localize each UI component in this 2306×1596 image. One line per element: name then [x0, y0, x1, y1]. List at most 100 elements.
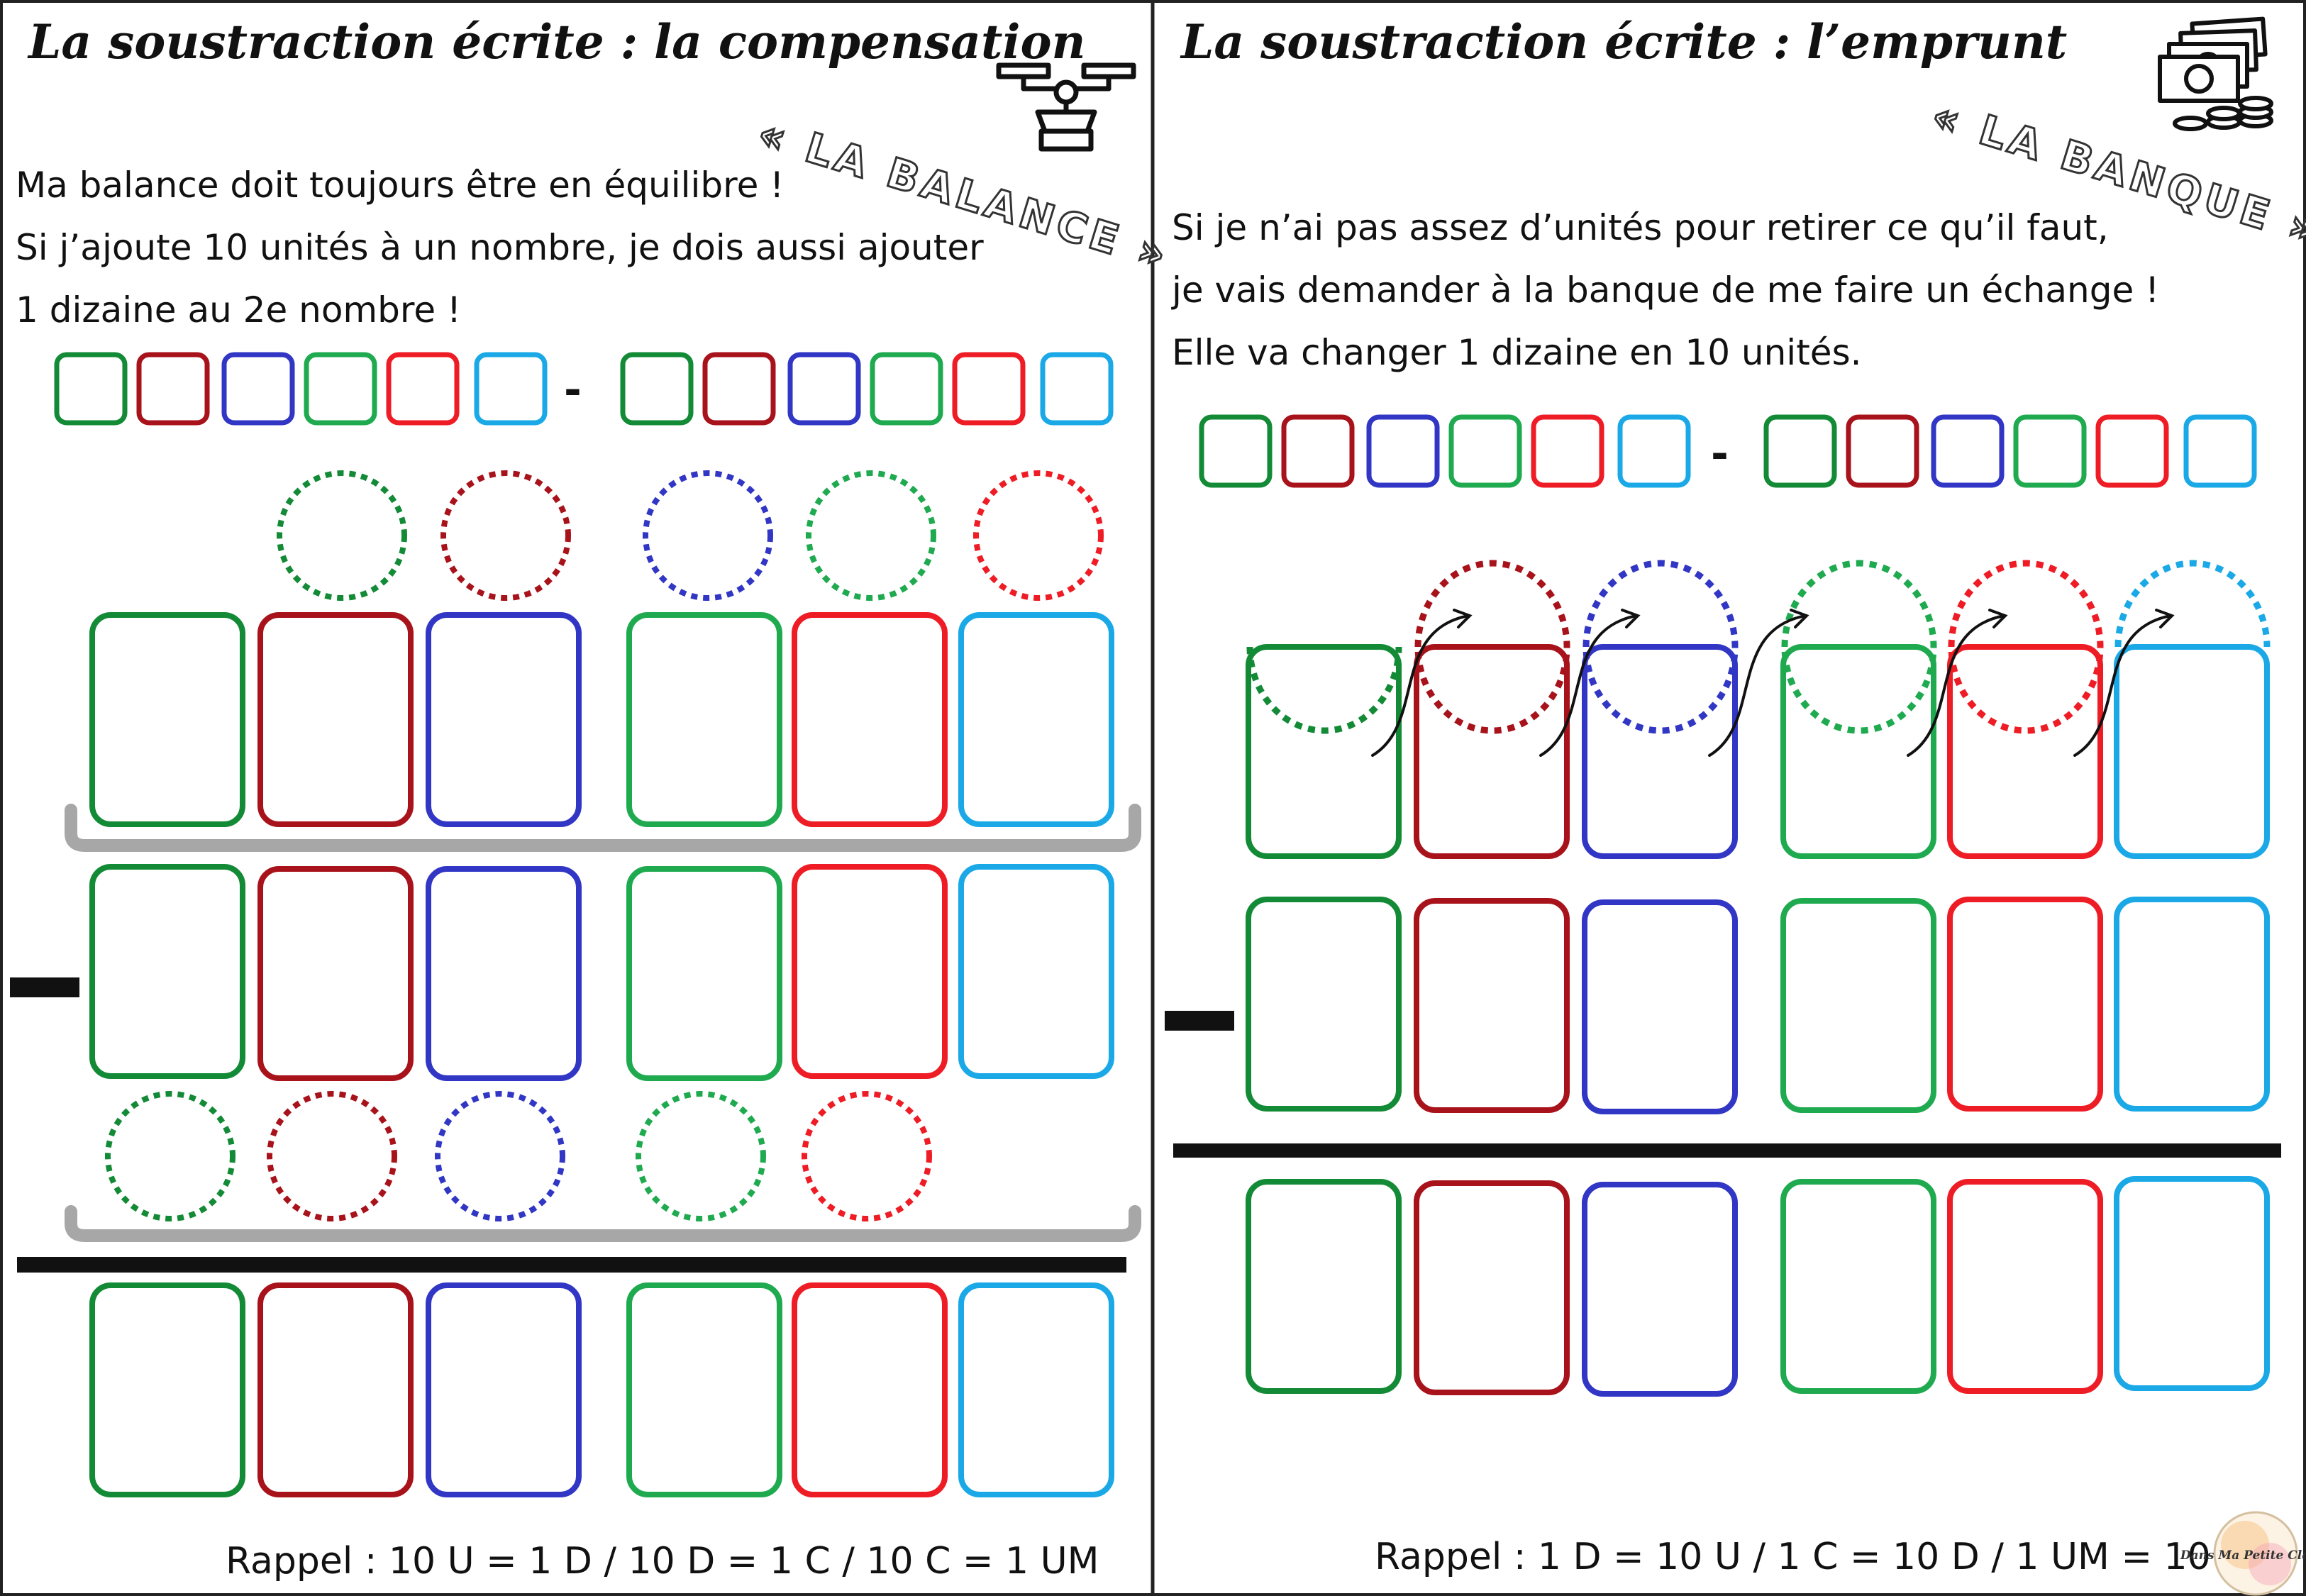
arrow-icon [2073, 614, 2172, 757]
digit-box-large[interactable] [958, 1282, 1114, 1497]
arrow-icon [1907, 614, 2005, 757]
digit-box-large[interactable] [792, 864, 948, 1079]
digit-box-large[interactable] [2114, 1176, 2270, 1391]
carry-circle[interactable] [636, 1091, 766, 1221]
right-reminder: Rappel : 1 D = 10 U / 1 C = 10 D / 1 UM … [1375, 1536, 2249, 1578]
left-line-2: Si j’ajoute 10 unités à un nombre, je do… [16, 227, 984, 268]
left-minus-sign: - [564, 365, 582, 415]
digit-box-large[interactable] [257, 1282, 414, 1497]
digit-box[interactable] [952, 352, 1026, 426]
digit-box[interactable] [1366, 414, 1440, 488]
digit-box-large[interactable] [1582, 899, 1738, 1114]
digit-box-large[interactable] [2114, 644, 2270, 859]
digit-box[interactable] [870, 352, 943, 426]
digit-box-large[interactable] [1414, 1180, 1570, 1395]
digit-box-large[interactable] [1246, 897, 1402, 1112]
right-minus-sign: - [1711, 429, 1729, 479]
arrow-head [1453, 609, 1473, 628]
digit-box[interactable] [2013, 414, 2087, 488]
borrow-arc[interactable] [1246, 646, 1402, 734]
left-line-3: 1 dizaine au 2e nombre ! [16, 289, 461, 331]
digit-box-large[interactable] [626, 866, 782, 1081]
digit-box-large[interactable] [626, 1282, 782, 1497]
digit-box-large[interactable] [626, 612, 782, 827]
digit-box-large[interactable] [2114, 897, 2270, 1112]
arrow-icon [1539, 614, 1638, 757]
digit-box[interactable] [54, 352, 128, 426]
digit-box[interactable] [1040, 352, 1114, 426]
digit-box-large[interactable] [1947, 1179, 2103, 1394]
digit-box[interactable] [136, 352, 210, 426]
right-line-3: Elle va changer 1 dizaine en 10 unités. [1172, 332, 1862, 373]
right-row-result [1246, 1176, 2270, 1397]
digit-box[interactable] [2095, 414, 2169, 488]
arrow-icon [1708, 614, 1807, 757]
digit-box-large[interactable] [426, 1282, 582, 1497]
digit-box[interactable] [474, 352, 548, 426]
digit-box-large[interactable] [1780, 1179, 1936, 1394]
carry-circle[interactable] [105, 1091, 235, 1221]
digit-box-large[interactable] [1414, 644, 1570, 859]
arrow-icon [1371, 614, 1470, 757]
borrow-arc[interactable] [1948, 560, 2104, 734]
result-line [17, 1257, 1126, 1273]
digit-box-large[interactable] [958, 612, 1114, 827]
digit-box-large[interactable] [426, 866, 582, 1081]
borrow-arc[interactable] [2114, 560, 2271, 648]
digit-box-large[interactable] [792, 612, 948, 827]
digit-box-large[interactable] [1947, 644, 2103, 859]
digit-box-large[interactable] [89, 1282, 245, 1497]
digit-box-large[interactable] [426, 612, 582, 827]
digit-box-large[interactable] [257, 612, 414, 827]
digit-box-large[interactable] [89, 612, 245, 827]
digit-box-large[interactable] [1582, 1182, 1738, 1397]
arrow-head [2155, 609, 2175, 628]
left-title: La soustraction écrite : la compensation [27, 14, 1086, 70]
digit-box-large[interactable] [1947, 897, 2103, 1112]
digit-box-large[interactable] [1414, 898, 1570, 1113]
digit-box[interactable] [620, 352, 694, 426]
digit-box-large[interactable] [1246, 644, 1402, 859]
digit-box[interactable] [1281, 414, 1355, 488]
balance-bracket [65, 804, 1141, 852]
digit-box-large[interactable] [1246, 1179, 1402, 1394]
digit-box[interactable] [1448, 414, 1522, 488]
carry-circle[interactable] [267, 1091, 397, 1221]
digit-box-large[interactable] [1780, 898, 1936, 1113]
left-row-result [89, 1282, 1114, 1497]
digit-box[interactable] [702, 352, 776, 426]
carry-circle[interactable] [806, 470, 936, 601]
borrow-arc[interactable] [1582, 560, 1739, 734]
digit-box[interactable] [304, 352, 377, 426]
digit-box-large[interactable] [958, 864, 1114, 1079]
digit-box-large[interactable] [257, 866, 414, 1081]
carry-circle[interactable] [435, 1091, 565, 1221]
digit-box-large[interactable] [1582, 644, 1738, 859]
right-row-2 [1246, 897, 2270, 1114]
arrow-head [1790, 609, 1809, 628]
digit-box-large[interactable] [792, 1282, 948, 1497]
digit-box[interactable] [787, 352, 861, 426]
borrow-arc[interactable] [1781, 560, 1937, 734]
carry-circle[interactable] [802, 1091, 932, 1221]
balance-drone-icon [996, 62, 1136, 152]
digit-box-large[interactable] [89, 864, 245, 1079]
digit-box[interactable] [386, 352, 460, 426]
digit-box[interactable] [1931, 414, 2005, 488]
digit-box[interactable] [1763, 414, 1837, 488]
digit-box[interactable] [221, 352, 295, 426]
minus-bar [1165, 1011, 1234, 1031]
digit-box[interactable] [1199, 414, 1273, 488]
digit-box[interactable] [1531, 414, 1604, 488]
right-borrow-arcs [1246, 560, 2271, 734]
carry-circle[interactable] [643, 470, 773, 601]
digit-box[interactable] [1846, 414, 1919, 488]
carry-circle[interactable] [973, 470, 1104, 601]
borrow-arc[interactable] [1414, 560, 1570, 734]
left-line-1: Ma balance doit toujours être en équilib… [16, 165, 784, 206]
digit-box[interactable] [1617, 414, 1691, 488]
carry-circle[interactable] [440, 470, 571, 601]
digit-box[interactable] [2183, 414, 2257, 488]
carry-circle[interactable] [277, 470, 407, 601]
digit-box-large[interactable] [1780, 644, 1936, 859]
